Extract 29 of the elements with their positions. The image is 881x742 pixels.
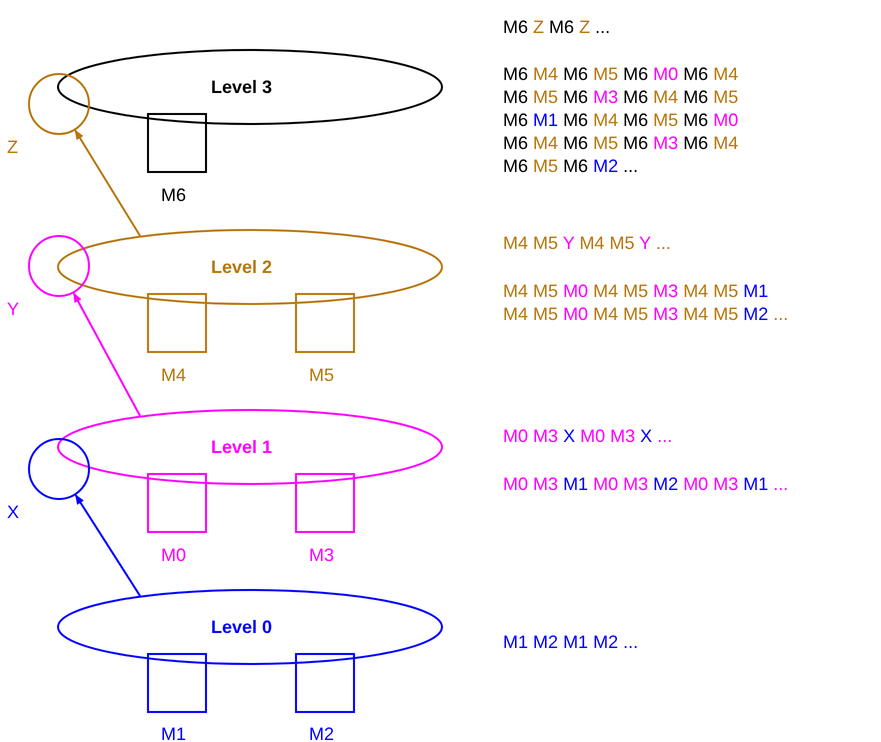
sequence-text: M6 M5 M6 M3 M6 M4 M6 M5: [503, 87, 738, 107]
module-label: M0: [161, 545, 186, 565]
arrow: [72, 292, 141, 416]
sequence-text: M6 M5 M6 M2 ...: [503, 156, 638, 176]
level-title: Level 2: [211, 257, 272, 277]
sequence-text: M4 M5 M0 M4 M5 M3 M4 M5 M1: [503, 281, 768, 301]
arrow: [74, 130, 141, 236]
level-title: Level 1: [211, 437, 272, 457]
level-title: Level 0: [211, 617, 272, 637]
module-label: M3: [309, 545, 334, 565]
circle-label: Y: [7, 299, 20, 319]
level-title: Level 3: [211, 77, 272, 97]
arrow: [74, 494, 141, 596]
sequence-text: M1 M2 M1 M2 ...: [503, 632, 638, 652]
sequence-text: M6 Z M6 Z ...: [503, 17, 610, 37]
sequence-text: M4 M5 Y M4 M5 Y ...: [503, 233, 671, 253]
sequence-text: M0 M3 M1 M0 M3 M2 M0 M3 M1 ...: [503, 474, 788, 494]
module-label: M1: [161, 724, 186, 742]
module-label: M2: [309, 724, 334, 742]
sequence-text: M6 M1 M6 M4 M6 M5 M6 M0: [503, 110, 738, 130]
sequence-text: M6 M4 M6 M5 M6 M0 M6 M4: [503, 64, 738, 84]
sequence-text: M4 M5 M0 M4 M5 M3 M4 M5 M2 ...: [503, 304, 788, 324]
circle-label: X: [7, 502, 20, 522]
module-label: M5: [309, 365, 334, 385]
module-label: M4: [161, 365, 186, 385]
sequence-text: M6 M4 M6 M5 M6 M3 M6 M4: [503, 133, 738, 153]
module-label: M6: [161, 185, 186, 205]
sequence-text: M0 M3 X M0 M3 X ...: [503, 426, 672, 446]
circle-label: Z: [7, 137, 18, 157]
